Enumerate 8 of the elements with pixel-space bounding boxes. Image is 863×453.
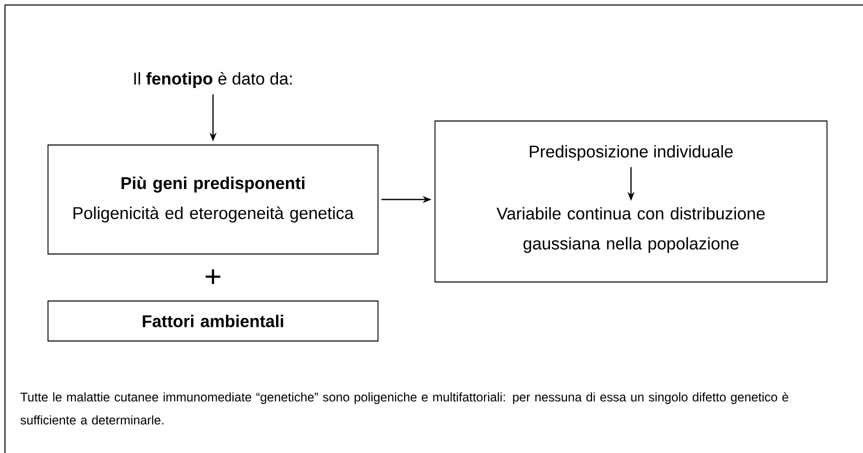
text-box (434, 120, 828, 282)
plus-sign: + (206, 269, 220, 284)
text-box: Fattori ambientali (48, 300, 378, 342)
text-label: Variabile continua con distribuzione gaussiana nella popolazione (496, 207, 765, 253)
text-label: Predisposizione individuale (530, 145, 733, 161)
text-box: Più geni predisponenti Poligenicità ed eterogeneità genetica (48, 144, 378, 254)
heading-text: Il fenotipo è dato da: (134, 72, 292, 88)
caption: Tutte le malattie cutanee immunomediate “genetiche” sono poligeniche e multifattoriali: per nessuna di essa un singolo difetto genetico è sufficiente a determinarle. (20, 392, 788, 425)
